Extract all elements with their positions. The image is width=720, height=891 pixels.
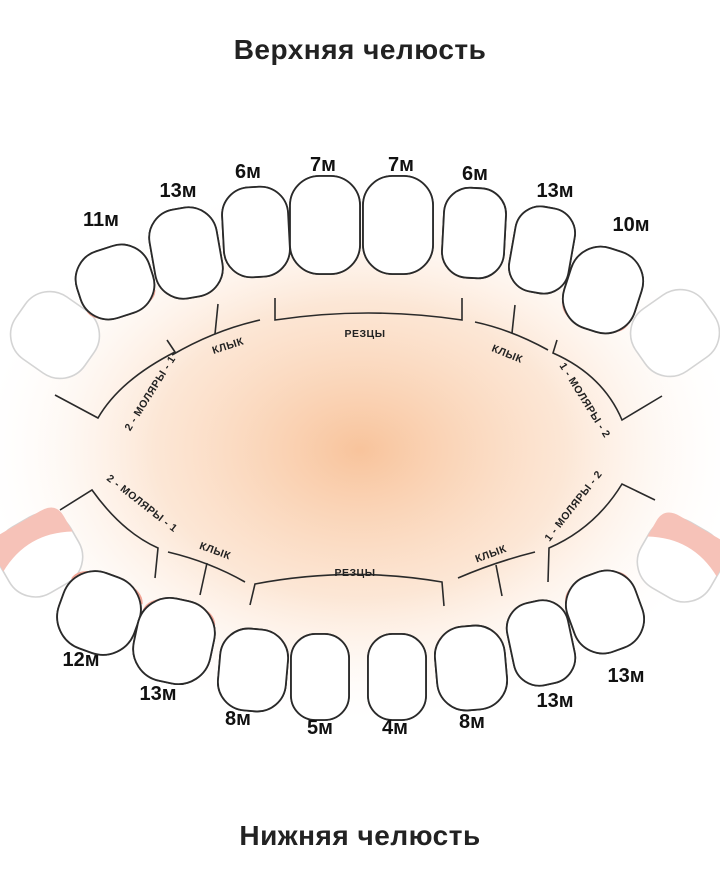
lower-molars-left-bracket	[59, 488, 159, 579]
ghost-teeth	[0, 288, 720, 603]
lower-tooth-7-age: 13м	[536, 690, 573, 712]
upper-teeth	[74, 175, 644, 335]
mouth-glow	[0, 180, 720, 720]
lower-tooth-7	[505, 599, 577, 687]
upper-jaw-title: Верхняя челюсть	[233, 34, 487, 65]
group-brackets	[54, 298, 663, 607]
lower-incisors-label: РЕЗЦЫ	[334, 567, 375, 579]
upper-canine-left-tick	[214, 303, 219, 335]
lower-jaw-title: Нижняя челюсть	[239, 820, 481, 851]
ghost-tooth-upper-right	[629, 288, 720, 378]
lower-tooth-4	[290, 633, 350, 721]
lower-canine-right-bracket	[457, 551, 536, 579]
lower-teeth	[56, 569, 645, 721]
upper-tooth-2	[148, 206, 224, 300]
upper-tooth-8-age: 10м	[612, 214, 649, 236]
upper-tooth-3-age: 6м	[235, 161, 261, 183]
upper-tooth-1-age: 11м	[83, 209, 119, 231]
upper-tooth-1	[74, 243, 156, 321]
upper-molars-right-bracket	[552, 339, 663, 422]
upper-incisors-label: РЕЗЦЫ	[344, 328, 385, 340]
lower-tooth-3-age: 8м	[225, 708, 251, 730]
lower-tooth-3	[217, 627, 289, 713]
lower-tooth-8	[565, 569, 645, 655]
lower-tooth-1	[56, 570, 143, 656]
upper-tooth-2-age: 13м	[159, 180, 196, 202]
lower-tooth-2	[132, 597, 216, 685]
upper-tooth-8	[562, 245, 644, 335]
lower-tooth-5-age: 4м	[382, 717, 408, 739]
upper-canine-right-tick	[511, 304, 516, 334]
upper-molars-left-bracket	[54, 339, 177, 420]
lower-tooth-1-age: 12м	[62, 649, 99, 671]
lower-canine-right-tick	[495, 564, 503, 597]
lower-incisors-bracket	[249, 573, 445, 607]
upper-tooth-5	[362, 175, 434, 275]
upper-tooth-4	[289, 175, 361, 275]
lower-tooth-5	[367, 633, 427, 721]
ghost-tooth-lower-right	[636, 512, 720, 603]
ghost-tooth-lower-left	[0, 507, 84, 598]
upper-tooth-5-age: 7м	[388, 154, 414, 176]
ghost-tooth-upper-left	[9, 290, 101, 380]
upper-incisors-bracket	[274, 298, 463, 321]
lower-tooth-4-age: 5м	[307, 717, 333, 739]
lower-tooth-8-age: 13м	[607, 665, 644, 687]
lower-molars-right-bracket	[547, 482, 656, 583]
upper-tooth-7	[508, 205, 576, 295]
upper-tooth-6-age: 6м	[462, 163, 488, 185]
lower-tooth-6-age: 8м	[459, 711, 485, 733]
lower-tooth-2-age: 13м	[139, 683, 176, 705]
upper-tooth-3	[221, 185, 291, 279]
lower-canine-left-bracket	[167, 551, 246, 583]
age-labels: 11м 13м 6м 7м 7м 6м 13м 10м 12м 13м 8м 5м 4м 8м 13м 13м	[62, 154, 649, 739]
upper-canine-right-bracket	[474, 321, 549, 351]
upper-tooth-6	[441, 186, 507, 280]
upper-tooth-4-age: 7м	[310, 154, 336, 176]
upper-tooth-7-age: 13м	[536, 180, 573, 202]
lower-canine-left-tick	[199, 562, 208, 596]
lower-tooth-6	[434, 624, 508, 712]
